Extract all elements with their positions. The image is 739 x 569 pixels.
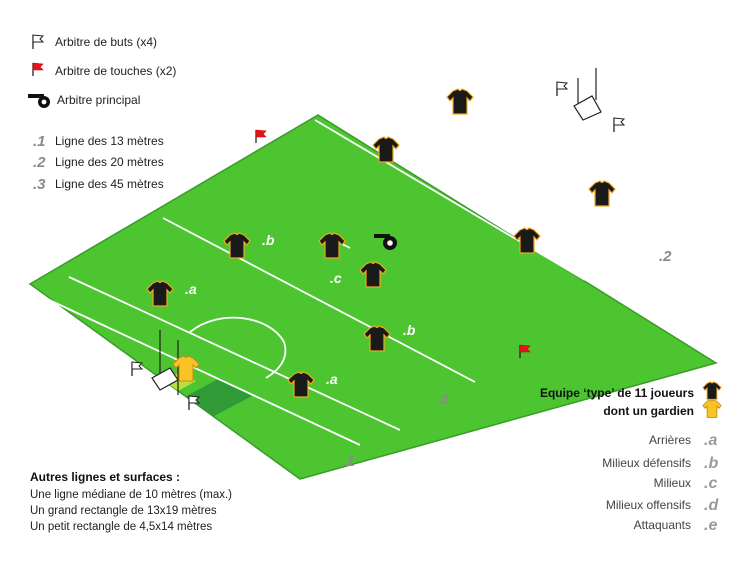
line-20-top <box>392 65 661 238</box>
goal-referee-flag-2 <box>188 395 200 411</box>
position-label: Attaquants <box>634 518 691 532</box>
position-code: .c <box>704 475 717 492</box>
line-13-bottom <box>44 297 361 446</box>
player-label: .d <box>552 227 565 243</box>
goal-referee-flag-3 <box>556 81 568 97</box>
legend-line-label: Ligne des 20 mètres <box>55 155 164 169</box>
field-line-number-1: .1 <box>342 453 355 470</box>
position-label: Arrières <box>649 433 691 447</box>
goal-top <box>573 68 602 121</box>
line-13-top <box>414 55 683 221</box>
whistle-icon <box>28 94 50 108</box>
jersey-icon <box>702 381 722 400</box>
player-label: .e <box>488 88 500 104</box>
position-code: .b <box>704 455 718 472</box>
arc-bottom <box>189 316 287 379</box>
position-code: .d <box>704 497 719 514</box>
line-45-bottom <box>162 217 476 383</box>
position-label: Milieux offensifs <box>606 498 691 512</box>
other-lines-item: Une ligne médiane de 10 mètres (max.) <box>30 489 232 501</box>
player-label: .b <box>262 232 275 248</box>
legend-touch-referee: Arbitre de touches (x2) <box>55 64 176 78</box>
legend-top: Arbitre de buts (x4) Arbitre de touches … <box>28 34 176 193</box>
position-label: Milieux <box>654 476 691 490</box>
other-lines: Autres lignes et surfaces : Une ligne mé… <box>30 470 232 533</box>
position-code: .a <box>704 432 717 449</box>
arc-top <box>468 139 581 196</box>
legend-line-number: .1 <box>33 133 46 150</box>
player-label: .b <box>403 322 416 338</box>
legend-main-referee: Arbitre principal <box>57 93 140 107</box>
goalkeeper-jersey-icon <box>702 399 722 418</box>
team-line-1: Equipe ‘type’ de 11 joueurs <box>540 386 694 400</box>
legend-line-number: .2 <box>33 154 46 171</box>
legend-line-label: Ligne des 45 mètres <box>55 177 164 191</box>
team-line-2: dont un gardien <box>603 404 694 418</box>
player-label: .a <box>185 281 197 297</box>
player-labels: .e .d .e .d .b .c .a .b .a <box>185 88 640 387</box>
player-label: .a <box>326 371 338 387</box>
team-legend: Equipe ‘type’ de 11 joueurs dont un gard… <box>540 381 722 534</box>
touch-referee-flag-1 <box>255 129 267 144</box>
field-line-number-2: .2 <box>659 248 672 265</box>
players <box>146 88 616 398</box>
goal-referee-flag-4 <box>613 117 625 133</box>
player-attacker-1 <box>446 88 474 115</box>
goal-referee-flag-1 <box>131 361 143 377</box>
legend-goal-referee: Arbitre de buts (x4) <box>55 35 157 49</box>
player-label: .d <box>411 137 424 153</box>
legend-line-label: Ligne des 13 mètres <box>55 134 164 148</box>
line-20-bottom <box>68 276 401 431</box>
field-surface <box>28 114 718 480</box>
field-line-number-3: .3 <box>436 391 449 408</box>
other-lines-item: Un petit rectangle de 4,5x14 mètres <box>30 521 212 533</box>
goal-bottom <box>151 330 179 395</box>
whistle-icon <box>374 234 397 250</box>
red-flag-icon <box>32 62 44 77</box>
player-label: .e <box>628 180 640 196</box>
position-label: Milieux défensifs <box>602 456 691 470</box>
position-code: .e <box>704 517 717 534</box>
other-lines-item: Un grand rectangle de 13x19 mètres <box>30 505 217 517</box>
player-label: .c <box>330 270 342 286</box>
white-flag-icon <box>32 34 44 50</box>
line-45-top <box>314 119 586 281</box>
legend-line-number: .3 <box>33 176 46 193</box>
player-goalkeeper <box>172 355 200 382</box>
other-lines-title: Autres lignes et surfaces : <box>30 470 180 484</box>
